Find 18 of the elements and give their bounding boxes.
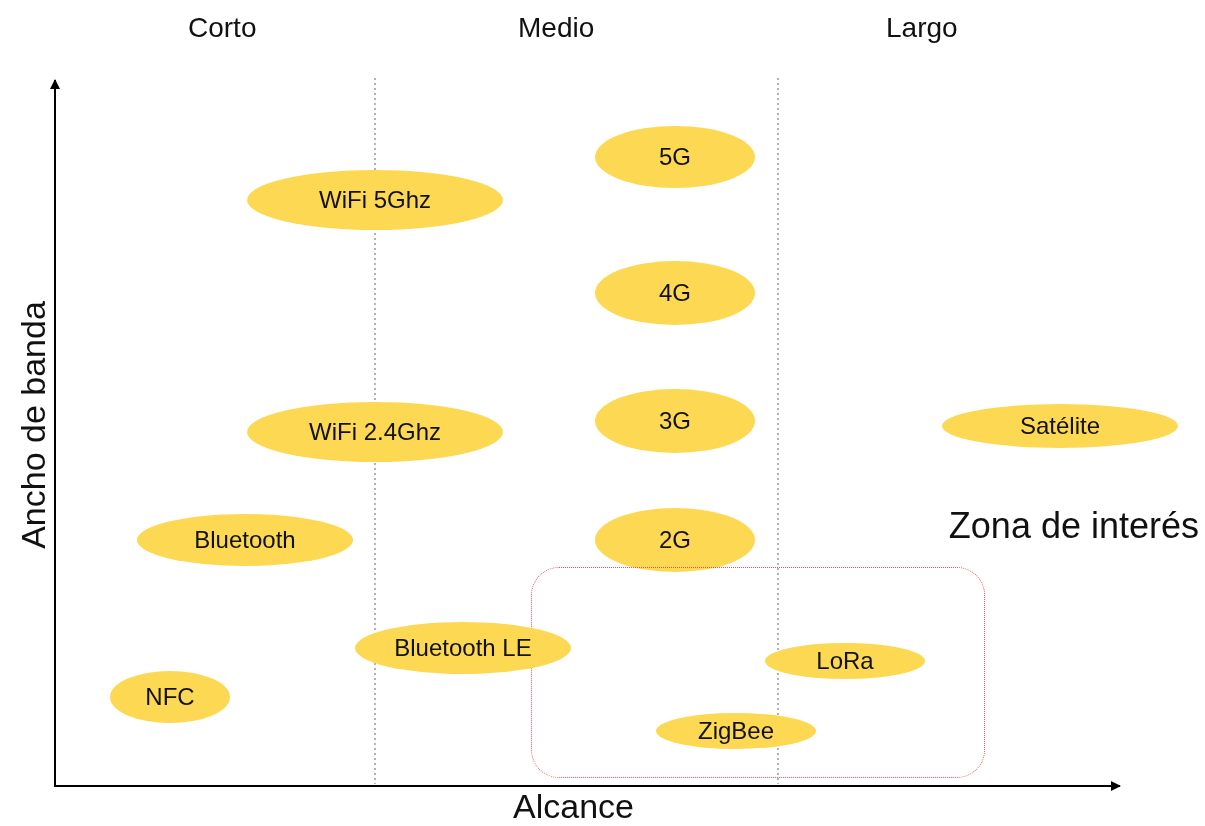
technology-ellipse: Bluetooth LE [355,622,571,674]
column-heading: Medio [518,12,595,44]
axis-title: Alcance [513,787,634,826]
technology-ellipse: ZigBee [656,713,816,749]
technology-ellipse: LoRa [765,643,925,679]
technology-ellipse: WiFi 5Ghz [247,170,503,230]
column-heading: Corto [188,12,257,44]
technology-ellipse: 3G [595,389,755,453]
technology-ellipse: Satélite [942,404,1178,448]
column-heading: Largo [886,12,958,44]
technology-ellipse: 5G [595,126,755,188]
technology-ellipse: WiFi 2.4Ghz [247,402,503,462]
technology-ellipse: 4G [595,261,755,325]
technology-ellipse: NFC [110,671,230,723]
technology-ellipse: 2G [595,508,755,572]
zone-heading: Zona de interés [948,505,1199,547]
technology-ellipse: Bluetooth [137,514,353,566]
axis-title: Ancho de banda [13,300,53,551]
